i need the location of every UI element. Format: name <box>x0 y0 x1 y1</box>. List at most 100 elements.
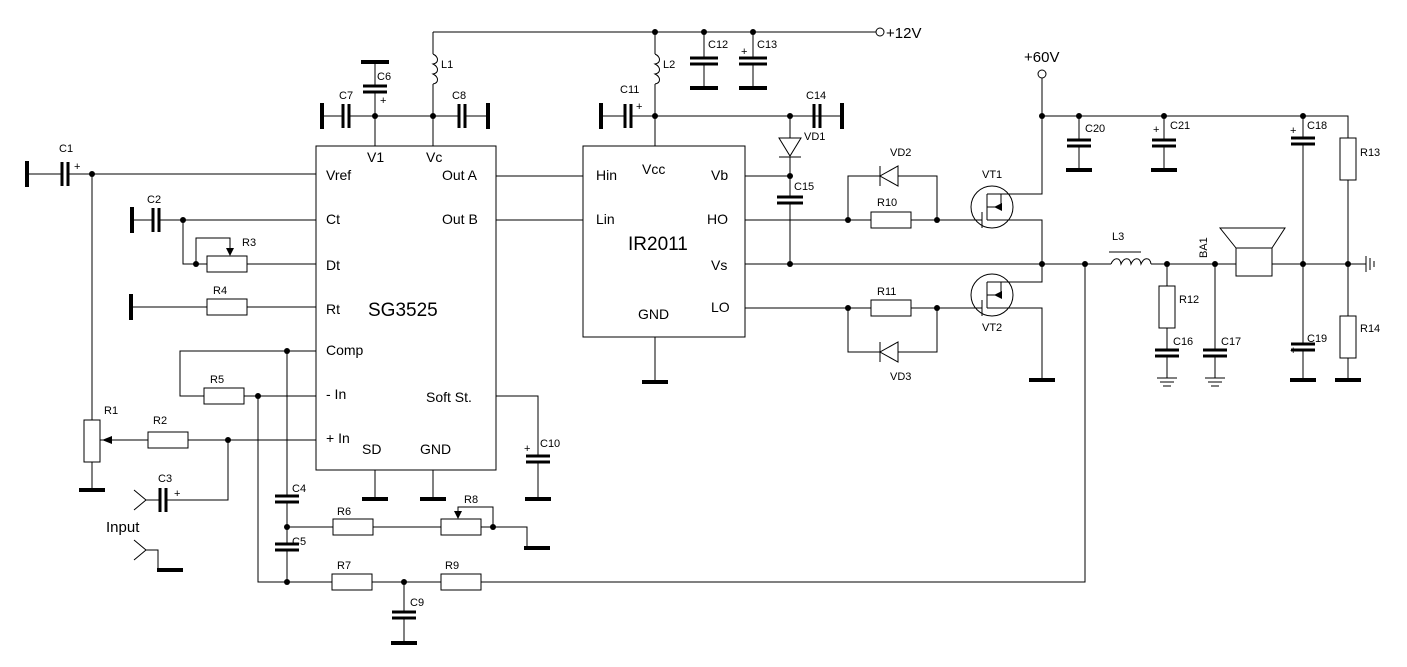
svg-text:R9: R9 <box>445 560 459 572</box>
svg-text:+: + <box>636 101 642 113</box>
capacitor-c13: + C13 <box>739 32 777 90</box>
pin-v1: V1 <box>367 149 384 165</box>
sg3525-name: SG3525 <box>368 300 438 321</box>
svg-text:R11: R11 <box>877 286 896 298</box>
inductor-l2: L2 <box>653 32 675 146</box>
resistor-r5: R5 <box>179 350 316 405</box>
ir2011-chip <box>582 145 746 338</box>
pin-ho: HO <box>707 211 728 227</box>
capacitor-c4: C4 <box>275 351 306 544</box>
svg-text:R14: R14 <box>1360 323 1380 335</box>
svg-text:C4: C4 <box>292 483 306 495</box>
svg-text:R1: R1 <box>104 405 118 417</box>
potentiometer-r8: R8 <box>440 494 550 550</box>
pin-sd: SD <box>362 441 381 457</box>
junction-dots <box>89 29 1351 585</box>
svg-text:VD2: VD2 <box>890 147 911 159</box>
capacitor-c1: + C1 <box>25 143 316 187</box>
svg-text:C12: C12 <box>708 39 728 51</box>
svg-text:C8: C8 <box>452 90 466 102</box>
svg-text:C7: C7 <box>339 90 353 102</box>
speaker-ba1: BA1 <box>1198 227 1366 277</box>
svg-text:C16: C16 <box>1173 336 1193 348</box>
capacitor-c18: + C18 <box>1290 116 1327 264</box>
pin-soft: Soft St. <box>426 389 472 405</box>
svg-text:R5: R5 <box>210 374 224 386</box>
capacitor-c3: + C3 <box>133 440 229 512</box>
svg-text:+: + <box>74 161 80 173</box>
pin-vref: Vref <box>326 167 351 183</box>
pin-outa: Out A <box>442 167 478 183</box>
capacitor-c5: C5 <box>275 536 306 582</box>
pin-comp: Comp <box>326 342 364 358</box>
capacitor-c19: + C19 <box>1290 264 1327 382</box>
link-out-a-b <box>496 175 583 221</box>
pin-inp: + In <box>326 430 350 446</box>
svg-text:C13: C13 <box>757 39 777 51</box>
label-12v: +12V <box>886 25 921 42</box>
resistor-r13: R13 <box>1339 137 1380 264</box>
potentiometer-r3: R3 <box>182 220 316 273</box>
svg-text:C1: C1 <box>59 143 73 155</box>
pin-lin: Lin <box>596 211 615 227</box>
svg-text:+: + <box>1290 345 1296 357</box>
capacitor-c7: C7 <box>320 90 433 129</box>
svg-text:C3: C3 <box>158 473 172 485</box>
svg-text:C11: C11 <box>620 84 639 96</box>
input-connector: Input <box>106 519 183 572</box>
svg-text:C15: C15 <box>794 181 814 193</box>
svg-text:L1: L1 <box>441 59 453 71</box>
ir2011-name: IR2011 <box>628 234 688 255</box>
potentiometer-r1: R1 <box>79 174 118 492</box>
mosfet-vt2: VT2 <box>965 264 1043 378</box>
svg-text:C17: C17 <box>1221 336 1241 348</box>
svg-text:C6: C6 <box>377 71 391 83</box>
pin-vb: Vb <box>711 167 728 183</box>
svg-text:R2: R2 <box>153 415 167 427</box>
label-60v: +60V <box>1024 49 1059 66</box>
svg-text:+: + <box>174 488 180 500</box>
svg-text:C9: C9 <box>410 597 424 609</box>
rail-12v: +12V <box>433 25 921 42</box>
resistor-r7: R7 <box>257 396 441 591</box>
resistor-r2: R2 <box>100 415 316 449</box>
pin-vc: Vc <box>426 149 442 165</box>
capacitor-c8: C8 <box>433 90 490 129</box>
pin-lo: LO <box>711 299 730 315</box>
pin-gnd-ir: GND <box>638 306 669 322</box>
resistor-r12: R12 <box>1158 264 1199 350</box>
svg-text:R3: R3 <box>242 237 256 249</box>
svg-text:C18: C18 <box>1307 120 1327 132</box>
capacitor-c15: C15 <box>745 175 814 264</box>
capacitor-c21: + C21 <box>1151 116 1190 172</box>
capacitor-c2: C2 <box>130 194 316 233</box>
pin-rt: Rt <box>326 301 340 317</box>
svg-text:L2: L2 <box>663 59 675 71</box>
capacitor-c16: C16 <box>1155 336 1193 387</box>
mosfet-vt1: VT1 <box>965 116 1043 264</box>
rail-60v: +60V <box>1024 49 1349 138</box>
pin-hin: Hin <box>596 167 617 183</box>
resistor-r14: R14 <box>1335 264 1380 382</box>
svg-text:C14: C14 <box>806 90 826 102</box>
capacitor-c10: + C10 <box>496 395 560 501</box>
svg-text:VD1: VD1 <box>804 131 825 143</box>
capacitor-c14: C14 <box>806 90 844 129</box>
svg-text:C21: C21 <box>1170 120 1190 132</box>
pin-inm: - In <box>326 386 346 402</box>
svg-text:C20: C20 <box>1085 123 1105 135</box>
capacitor-c6: + C6 <box>361 60 391 146</box>
svg-text:C19: C19 <box>1307 333 1327 345</box>
resistor-r9: R9 <box>440 264 1086 591</box>
svg-text:C5: C5 <box>292 536 306 548</box>
resistor-r6: R6 <box>287 506 441 536</box>
svg-text:R7: R7 <box>337 560 351 572</box>
capacitor-c9: C9 <box>391 582 424 645</box>
pin-vcc: Vcc <box>642 161 665 177</box>
svg-text:L3: L3 <box>1112 231 1124 243</box>
pin-dt: Dt <box>326 257 340 273</box>
svg-text:+: + <box>1290 125 1296 137</box>
svg-text:C2: C2 <box>147 194 161 206</box>
capacitor-c20: C20 <box>1066 116 1105 172</box>
